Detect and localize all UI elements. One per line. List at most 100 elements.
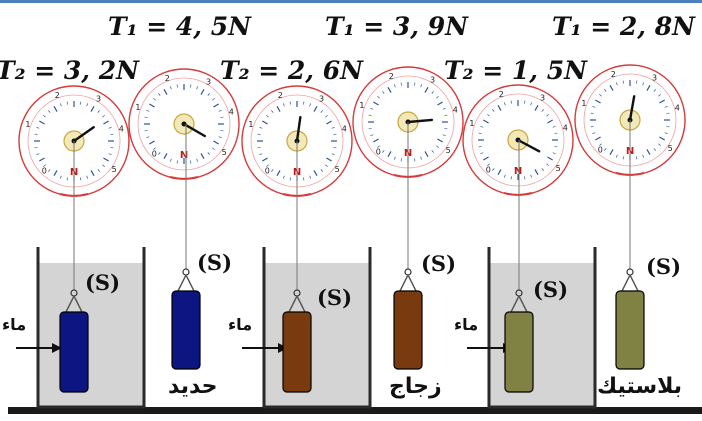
dial-tick xyxy=(387,151,392,157)
dial-tick xyxy=(659,99,665,104)
dial-number: 5 xyxy=(335,165,340,174)
dial-tick xyxy=(158,152,161,155)
block-body xyxy=(59,311,89,393)
dial-tick xyxy=(200,153,205,159)
block-handle xyxy=(621,274,639,292)
dial-tick xyxy=(196,86,199,90)
dial-tick xyxy=(658,94,661,97)
dial-number: 3 xyxy=(430,76,435,85)
dial-tick xyxy=(368,128,372,130)
dial-number: 4 xyxy=(119,124,124,133)
dial-tick xyxy=(200,89,205,95)
beaker-wall xyxy=(487,247,597,409)
block-body xyxy=(504,311,534,393)
dial-tick xyxy=(153,147,156,150)
dial-number: 4 xyxy=(675,103,680,112)
dial-tick xyxy=(414,158,416,162)
dial-number: 1 xyxy=(469,119,474,128)
dial-tick xyxy=(524,176,526,180)
dial-tick xyxy=(331,126,335,129)
dial-tick xyxy=(541,109,544,112)
dial-tick xyxy=(547,156,553,161)
hook-label-plastic-air: (S) xyxy=(646,254,682,279)
dial-tick xyxy=(510,176,512,180)
material-label-glass: زجاج xyxy=(389,374,442,399)
dial-tick xyxy=(176,160,178,164)
block-iron-water xyxy=(59,141,89,393)
hook-ring xyxy=(626,268,634,276)
dial-tick xyxy=(333,133,337,135)
dial-tick xyxy=(34,147,38,149)
hook-label-glass-water: (S) xyxy=(317,285,353,310)
dial-tick xyxy=(325,115,328,118)
dial-tick xyxy=(149,140,155,145)
dial-tick xyxy=(303,101,305,105)
plastic-t2-label: T₂ = 1, 5N xyxy=(444,56,587,85)
dial-tick xyxy=(48,169,51,172)
dial-number: 1 xyxy=(135,103,140,112)
dial-tick xyxy=(478,132,482,134)
dial-tick xyxy=(34,133,38,135)
dial-tick xyxy=(59,175,62,179)
dial-tick xyxy=(503,174,506,178)
dial-tick xyxy=(303,177,305,181)
dial-zero: 0 xyxy=(376,148,381,157)
dial-tick xyxy=(400,158,402,162)
glass-t2-label: T₂ = 2, 6N xyxy=(220,56,363,85)
water-beaker-2 xyxy=(242,247,372,409)
dial-tick xyxy=(530,174,533,178)
dial-tick xyxy=(289,177,291,181)
dial-tick xyxy=(212,98,215,101)
dial-number: 3 xyxy=(206,78,211,87)
dial-tick xyxy=(39,157,45,162)
dial-tick xyxy=(534,169,539,175)
dial-tick xyxy=(218,136,222,139)
dial-tick xyxy=(480,125,484,128)
dial-number: 2 xyxy=(611,70,616,79)
water-label-2: ماء xyxy=(228,315,253,334)
dial-tick xyxy=(622,156,624,160)
dial-tick xyxy=(39,120,45,125)
dial-number: 1 xyxy=(581,99,586,108)
dial-tick xyxy=(53,170,58,176)
dial-tick xyxy=(326,120,332,125)
dial-number: 1 xyxy=(25,120,30,129)
dial-tick xyxy=(483,156,489,161)
hook-ring xyxy=(404,268,412,276)
dial-tick xyxy=(590,126,594,128)
dial-bottom-arc xyxy=(169,176,199,180)
dial-zero: 0 xyxy=(486,166,491,175)
dial-tick xyxy=(373,101,379,106)
dial-zero: 0 xyxy=(598,146,603,155)
beaker-wall xyxy=(36,247,146,409)
dial-tick xyxy=(146,109,150,112)
water-beaker-1 xyxy=(16,247,146,409)
dial-number: 5 xyxy=(668,144,673,153)
dial-tick xyxy=(176,84,178,88)
block-handle xyxy=(65,295,83,313)
dial-tick xyxy=(90,106,95,112)
dial-tick xyxy=(546,114,549,117)
dial-tick xyxy=(595,136,601,141)
dial-tick xyxy=(36,126,40,129)
dial-tick xyxy=(266,115,269,118)
dial-tick xyxy=(664,132,668,135)
dial-number: 1 xyxy=(248,120,253,129)
dial-tick xyxy=(664,105,668,108)
dial-tick xyxy=(554,132,558,134)
dial-tick xyxy=(431,150,434,153)
dial-number: 3 xyxy=(652,74,657,83)
dial-tick xyxy=(108,153,112,156)
dial-tick xyxy=(257,133,261,135)
dial-tick xyxy=(370,107,374,110)
dial-tick xyxy=(53,106,58,112)
dial-tick xyxy=(110,147,114,149)
dial-tick xyxy=(615,154,618,158)
dial-tick xyxy=(309,175,312,179)
dial-tick xyxy=(636,156,638,160)
dial-number: 2 xyxy=(165,74,170,83)
dial-tick xyxy=(220,130,224,132)
dial-tick xyxy=(420,156,423,160)
hook-label-iron-water: (S) xyxy=(85,270,121,295)
